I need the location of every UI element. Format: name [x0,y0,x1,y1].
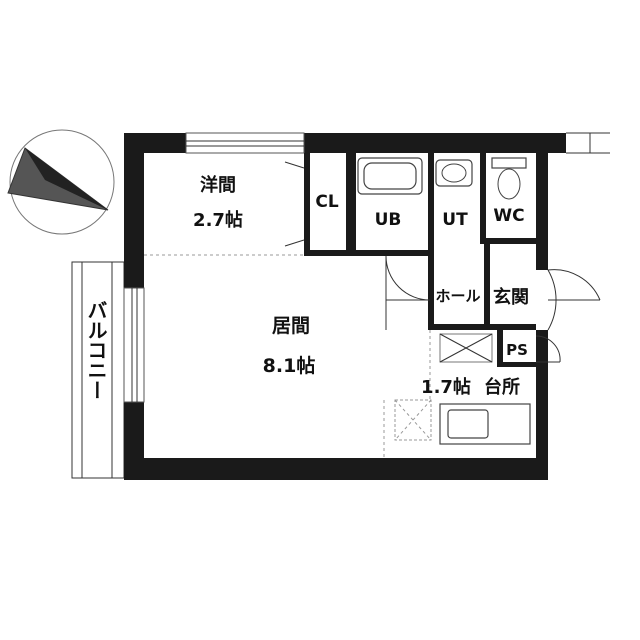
interior-walls [144,153,536,367]
fixtures [357,157,531,458]
room-name-entrance: 玄関 [493,286,529,308]
room-name-kitchen: 台所 [484,376,520,398]
room-name-living: 居間 [272,315,310,337]
room-size-living: 8.1帖 [263,354,316,377]
compass [7,129,115,235]
room-name-balcony: バルコニー [84,300,108,400]
room-name-pipe-space: PS [506,341,528,359]
exterior-walls [124,133,566,480]
balcony [71,261,125,479]
room-name-youma: 洋間 [200,174,236,196]
room-name-unit-bath: UB [375,210,402,230]
room-size-kitchen: 1.7帖 [421,376,471,398]
room-size-youma: 2.7帖 [193,209,243,231]
room-name-toilet: WC [493,206,524,226]
doors [284,161,601,363]
room-name-closet: CL [315,192,338,212]
windows [123,132,610,403]
room-name-hall: ホール [435,287,480,305]
room-name-utility: UT [442,210,468,230]
